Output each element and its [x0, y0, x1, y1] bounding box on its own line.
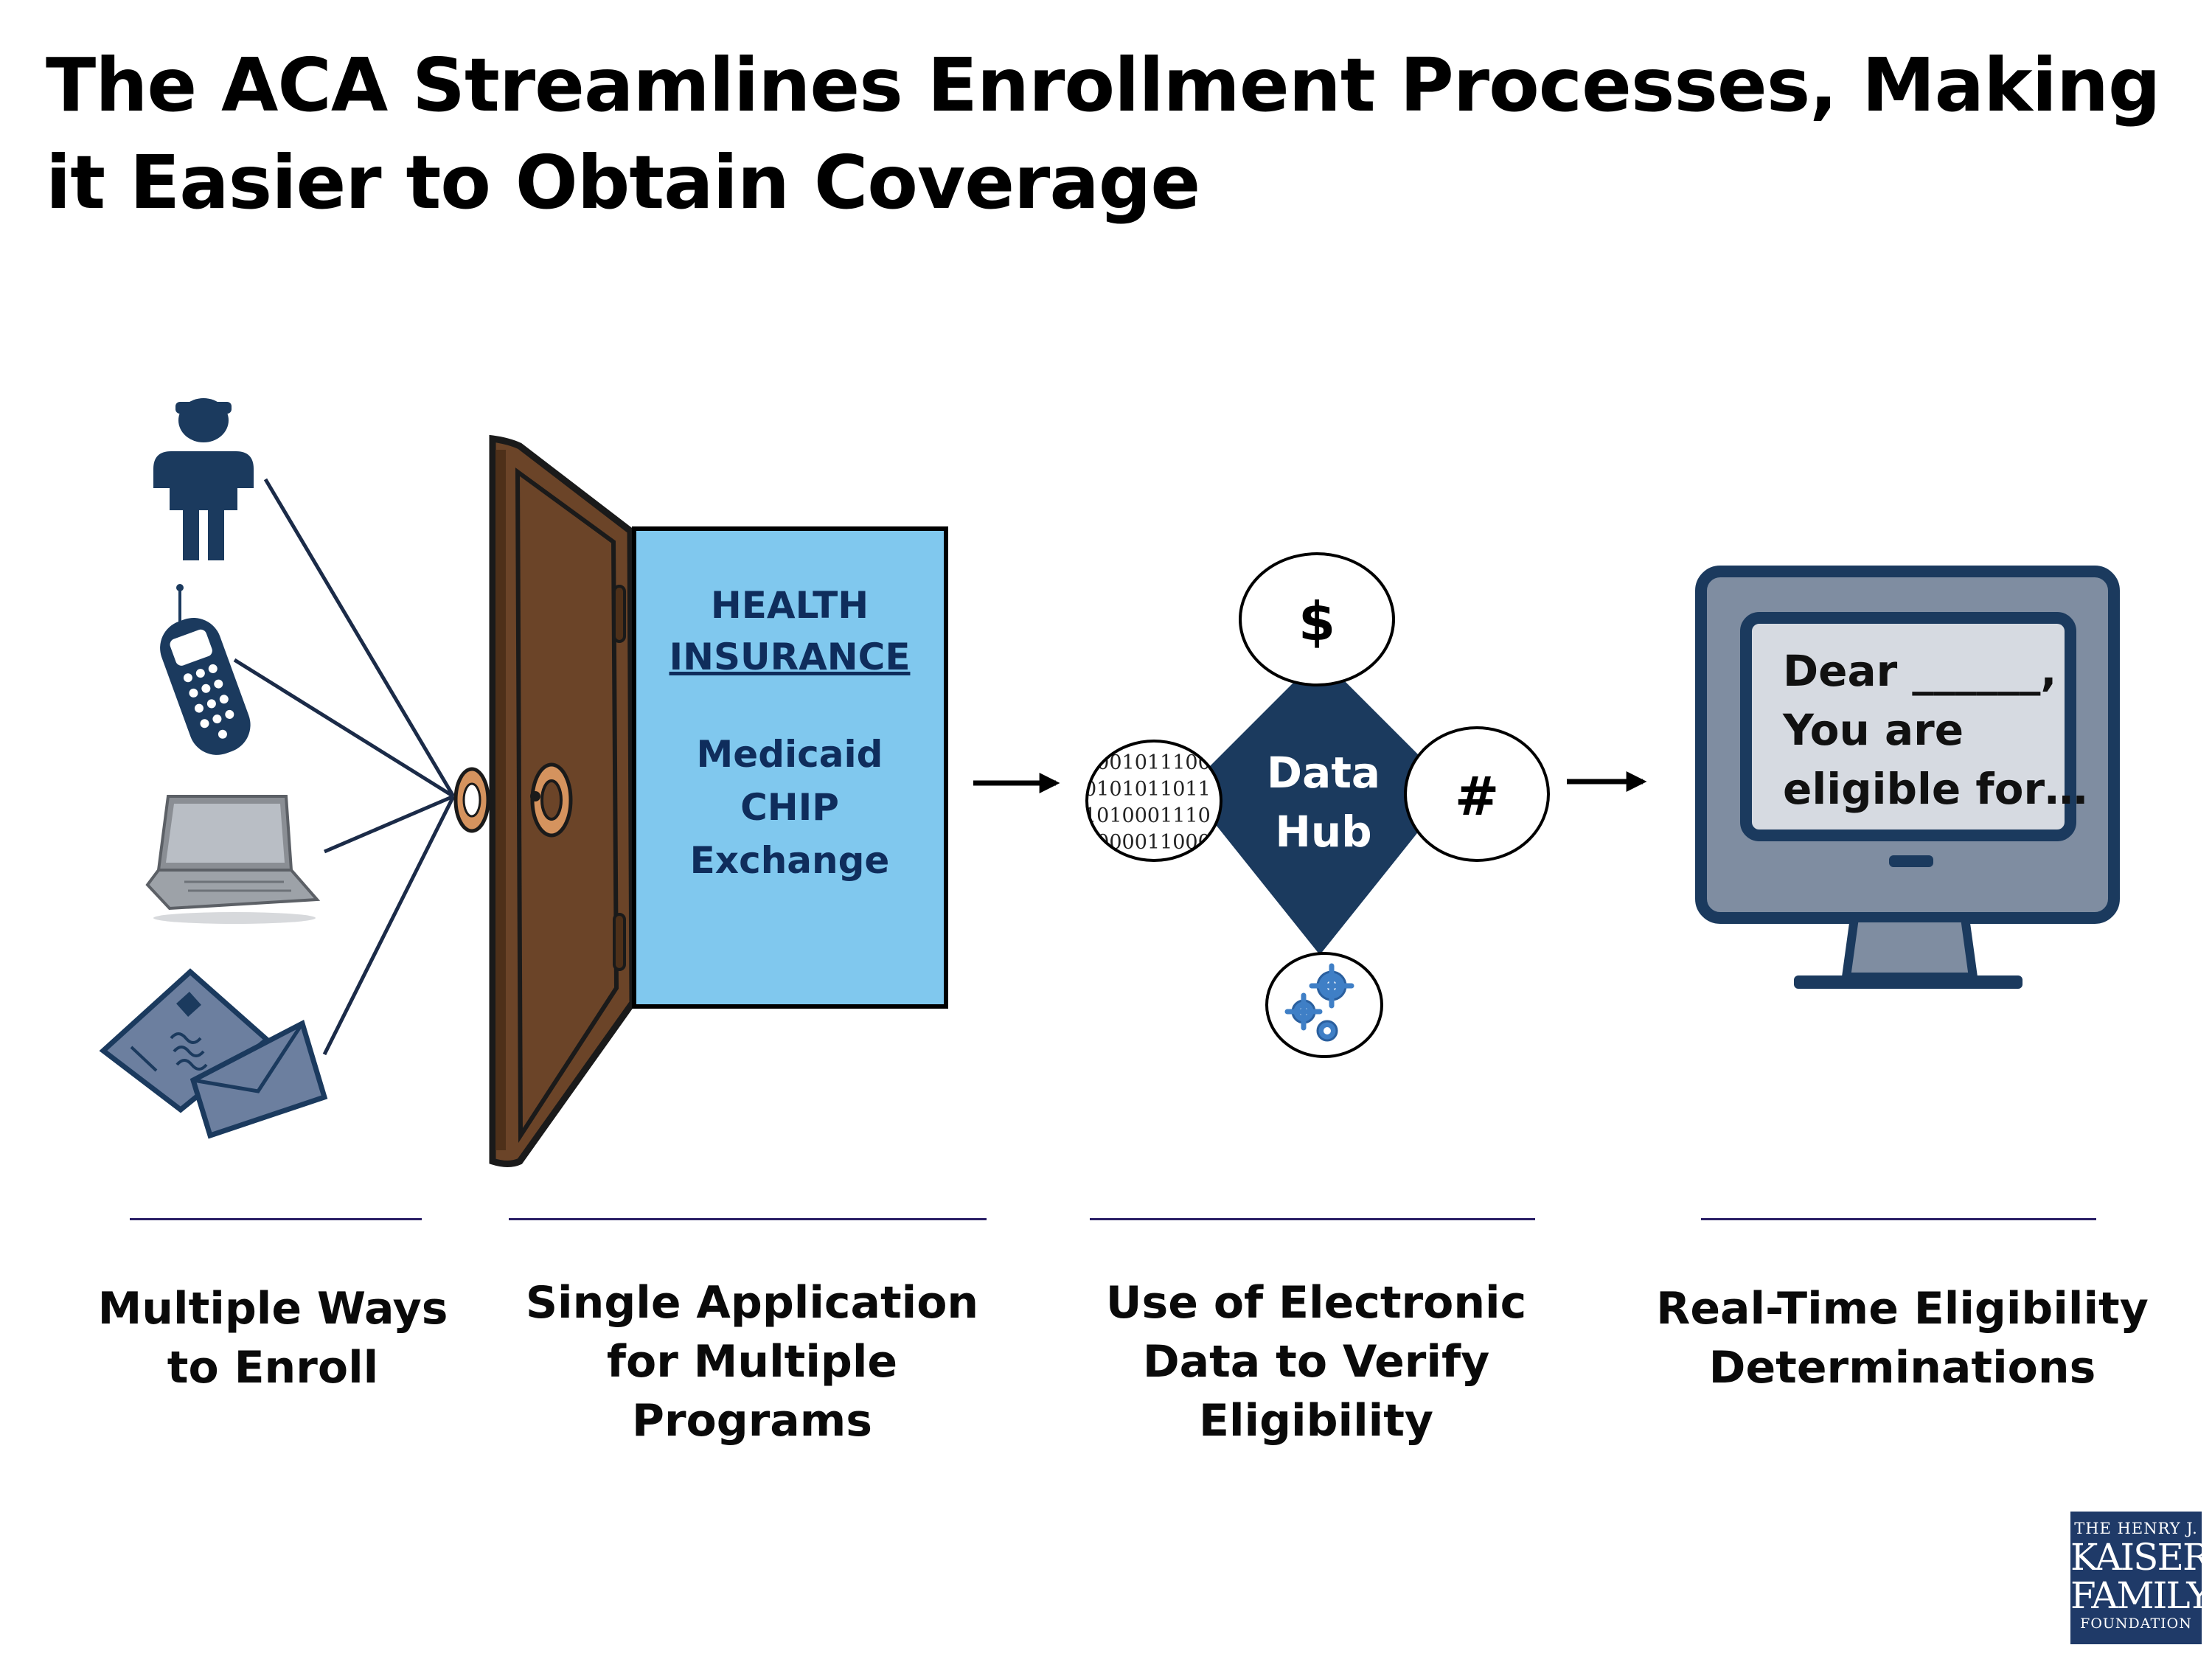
dollar-symbol: $: [1298, 591, 1335, 653]
person-icon: [153, 398, 254, 560]
channel-lines: [233, 478, 456, 1056]
data-hub-label-line2: Hub: [1275, 807, 1371, 857]
program-exchange: Exchange: [690, 839, 890, 882]
gears-icon: [1265, 952, 1383, 1058]
caption-real-time: Real-Time Eligibility Determinations: [1630, 1279, 2175, 1397]
logo-line4: FOUNDATION: [2080, 1615, 2192, 1632]
caption-multiple-ways: Multiple Ways to Enroll: [81, 1279, 465, 1397]
screen-line2: You are: [1782, 705, 1964, 755]
program-medicaid: Medicaid: [697, 733, 883, 776]
caption-electronic-data: Use of Electronic Data to Verify Eligibi…: [1032, 1273, 1600, 1450]
page-title: The ACA Streamlines Enrollment Processes…: [46, 42, 2161, 226]
logo-line1: THE HENRY J.: [2074, 1520, 2198, 1537]
caption-line1: Use of Electronic: [1105, 1277, 1527, 1329]
dollar-node: $: [1239, 552, 1395, 686]
logo-line3: FAMILY: [2070, 1574, 2211, 1617]
caption-line2: for Multiple Programs: [606, 1336, 898, 1447]
data-hub: Data Hub $ # 0001011100 0101011011 10100…: [1084, 552, 1550, 1058]
divider-rule: [1090, 1218, 1535, 1220]
divider-rule: [1701, 1218, 2096, 1220]
screen-line3: eligible for…: [1783, 764, 2087, 814]
program-chip: CHIP: [740, 786, 839, 829]
number-node: #: [1404, 726, 1550, 862]
kaiser-family-foundation-logo: THE HENRY J. KAISER FAMILY FOUNDATION: [2070, 1512, 2211, 1644]
laptop-icon: [145, 795, 321, 924]
screen-line1: Dear ______,: [1783, 646, 2056, 696]
binary-row: 1010001110: [1084, 804, 1211, 827]
mail-icon: [99, 968, 328, 1139]
caption-line1: Real-Time Eligibility: [1656, 1283, 2149, 1335]
caption-line2: to Enroll: [167, 1342, 379, 1394]
divider-rule: [509, 1218, 987, 1220]
binary-row: 0101011011: [1084, 778, 1211, 801]
hash-symbol: #: [1455, 765, 1499, 827]
binary-node: 0001011100 0101011011 1010001110 0000011…: [1084, 740, 1222, 862]
logo-line2: KAISER: [2070, 1536, 2211, 1579]
caption-line2: Determinations: [1708, 1342, 2096, 1394]
data-hub-label-line1: Data: [1267, 748, 1380, 798]
caption-line1: Single Application: [525, 1277, 979, 1329]
door-icon: [453, 434, 636, 1167]
cellphone-icon: [160, 584, 251, 755]
caption-line2: Data to Verify Eligibility: [1142, 1336, 1490, 1447]
health-insurance-panel: HEALTH INSURANCE Medicaid CHIP Exchange: [632, 526, 948, 1009]
divider-rule: [130, 1218, 422, 1220]
computer-monitor-icon: Dear ______, You are eligible for…: [1695, 566, 2120, 989]
caption-line1: Multiple Ways: [97, 1283, 448, 1335]
caption-single-application: Single Application for Multiple Programs: [487, 1273, 1018, 1450]
panel-heading-line1: HEALTH: [711, 584, 869, 627]
panel-heading-line2: INSURANCE: [669, 636, 911, 678]
